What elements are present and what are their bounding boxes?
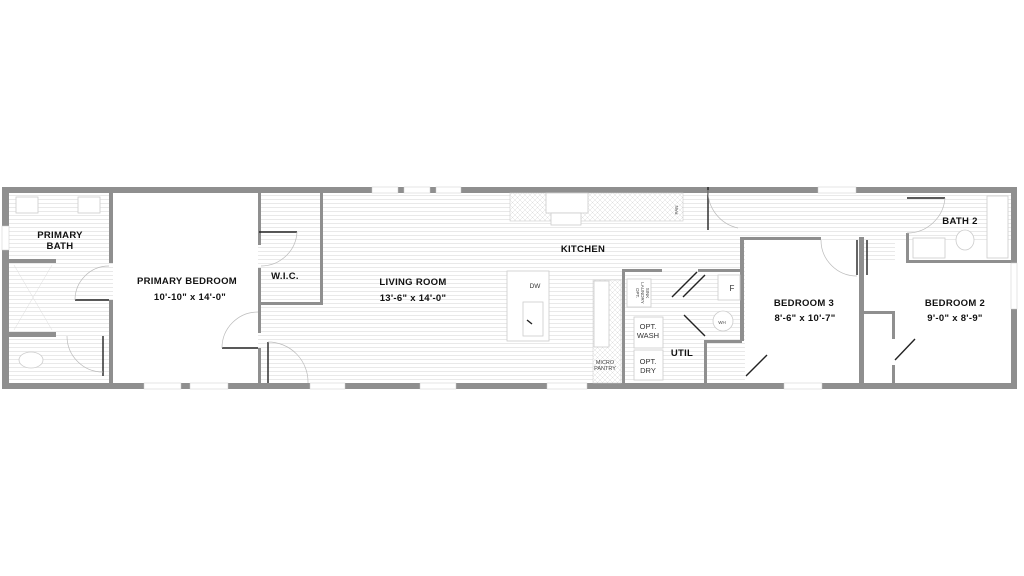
doors	[66, 187, 946, 384]
dryer-label: OPT.	[640, 357, 657, 366]
dryer-label-2: DRY	[640, 366, 656, 375]
bedroom2-label: BEDROOM 2	[925, 298, 985, 309]
kitchen-label: KITCHEN	[561, 244, 605, 255]
furnace-label: F	[730, 284, 735, 293]
fixtures	[13, 192, 1009, 384]
water-heater-label: WH	[718, 320, 726, 325]
svg-text:OPT.: OPT.	[635, 288, 640, 298]
svg-text:SINK: SINK	[645, 288, 650, 299]
svg-text:LAUNDRY: LAUNDRY	[640, 282, 645, 303]
bedroom2-size: 9'-0" x 8'-9"	[927, 313, 982, 324]
primary-bath-label-2: BATH	[47, 241, 74, 252]
primary-bedroom-size: 10'-10" x 14'-0"	[154, 292, 226, 303]
living-room-size: 13'-6" x 14'-0"	[380, 293, 447, 304]
bedroom2-floor	[864, 263, 1011, 383]
micro-pantry-label: MICRO	[596, 360, 615, 366]
laundry-sink-label: OPT. LAUNDRY SINK	[635, 282, 650, 303]
micro-pantry-label-2: PANTRY	[594, 366, 616, 372]
washer-label-2: WASH	[637, 331, 659, 340]
primary-bath-label: PRIMARY	[37, 230, 83, 241]
primary-bedroom-floor	[113, 193, 258, 383]
interior-walls	[9, 193, 1011, 383]
windows	[1, 186, 1018, 390]
dw-label: DW	[530, 283, 542, 290]
primary-bedroom-label: PRIMARY BEDROOM	[137, 276, 237, 287]
bedroom3-size: 8'-6" x 10'-7"	[774, 313, 835, 324]
bedroom3-floor	[745, 240, 860, 383]
bath2-label: BATH 2	[942, 216, 977, 227]
pan-label: PAN	[674, 206, 679, 215]
util-label: UTIL	[671, 348, 693, 359]
living-room-label: LIVING ROOM	[379, 277, 446, 288]
kitchen-counter	[509, 192, 684, 222]
bedroom3-label: BEDROOM 3	[774, 298, 834, 309]
wic-label: W.I.C.	[271, 271, 299, 282]
washer-label: OPT.	[640, 322, 657, 331]
